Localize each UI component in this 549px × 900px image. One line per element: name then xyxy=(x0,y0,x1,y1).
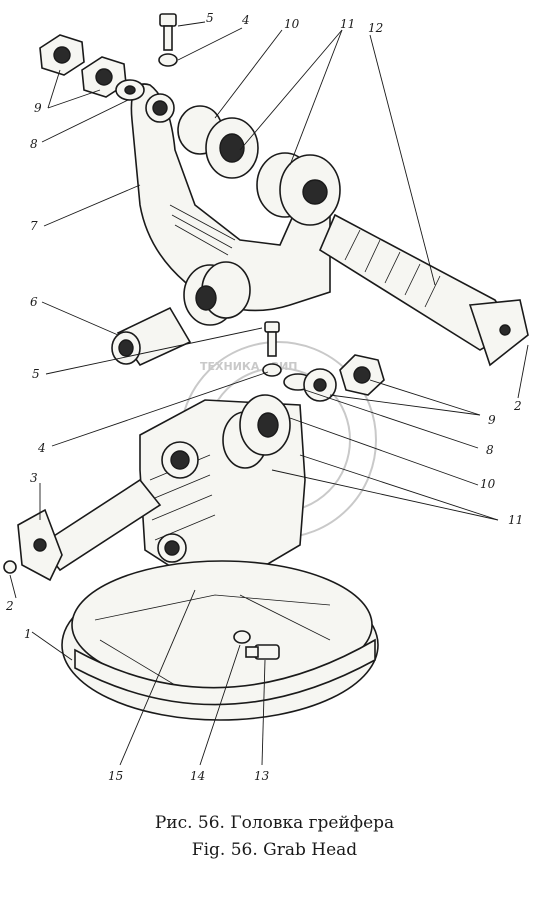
callout-9-top: 9 xyxy=(34,101,42,115)
housing-part-15 xyxy=(139,394,306,596)
nuts-washers-top xyxy=(39,34,145,101)
callout-5-top: 5 xyxy=(206,11,214,25)
callout-10-right: 10 xyxy=(480,477,496,491)
callout-12: 12 xyxy=(368,21,383,35)
callout-10-top: 10 xyxy=(284,17,300,31)
svg-text:ТЕХНИКА · ЗИП: ТЕХНИКА · ЗИП xyxy=(200,360,297,373)
nuts-washers-right xyxy=(283,354,385,402)
callout-7: 7 xyxy=(30,219,38,233)
callout-4-mid: 4 xyxy=(37,441,46,455)
callout-15: 15 xyxy=(108,769,123,783)
callout-5-mid: 5 xyxy=(32,367,40,381)
shaft-part-3 xyxy=(3,478,162,582)
callout-11-top: 11 xyxy=(340,17,355,31)
shaft-part-12 xyxy=(318,213,529,367)
callout-6: 6 xyxy=(30,295,38,309)
callout-4-top: 4 xyxy=(241,13,250,27)
bolt-washer-bottom xyxy=(233,630,280,660)
callout-labels: 5 4 10 11 12 9 8 7 6 5 2 9 4 8 10 3 11 2… xyxy=(5,11,523,783)
callout-1: 1 xyxy=(24,627,32,641)
leader-lines xyxy=(9,21,529,766)
callout-2-right: 2 xyxy=(513,399,522,413)
figure-caption-russian: Рис. 56. Головка грейфера xyxy=(154,813,395,833)
callout-11-right: 11 xyxy=(508,513,523,527)
callout-9-right: 9 xyxy=(488,413,496,427)
bolt-washer-top xyxy=(158,13,178,67)
callout-13: 13 xyxy=(254,769,270,783)
ring-base-part-1 xyxy=(61,560,379,721)
callout-14: 14 xyxy=(190,769,205,783)
hub-with-bearings xyxy=(177,105,341,226)
sleeve-part-6 xyxy=(111,306,192,367)
callout-3: 3 xyxy=(30,471,38,485)
figure-caption-english: Fig. 56. Grab Head xyxy=(191,840,358,860)
bolt-washer-mid xyxy=(262,321,282,377)
roller xyxy=(183,261,251,326)
callout-8-right: 8 xyxy=(486,443,494,457)
callout-2-left: 2 xyxy=(5,599,14,613)
callout-8-top: 8 xyxy=(30,137,38,151)
